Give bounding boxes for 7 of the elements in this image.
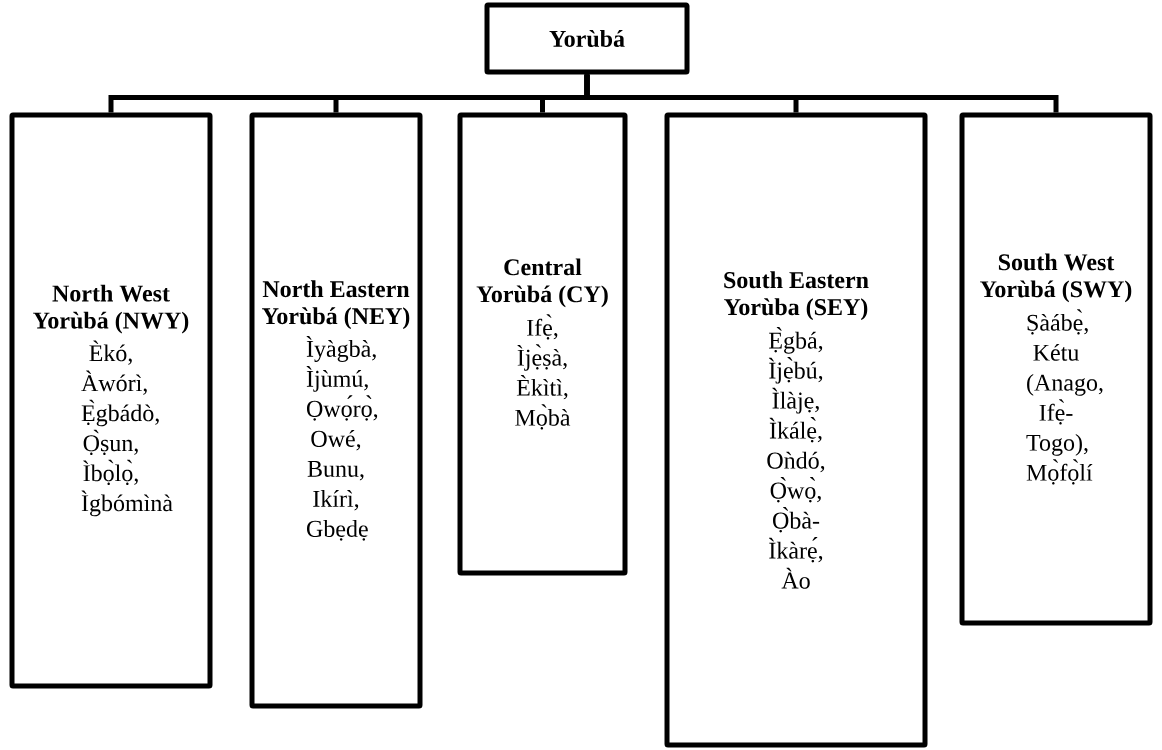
group-box: North Eastern Yorùbá (NEY) Ìyàgbà, Ìjùmú, Ọwọ́rọ̀, Owé, Bunu, Ikírì, Gbẹdẹ <box>249 112 423 709</box>
group-box: South West Yorùbá (SWY) Ṣàábẹ̀, Kétu (Anago, Ifẹ̀-Togo), Mọ̀fọ̀lí <box>959 112 1153 626</box>
connector-line <box>584 74 1059 113</box>
group-box: South Eastern Yorùba (SEY) Ẹ̀gbá, Ìjẹ̀bú, Ìlàjẹ, Ìkálẹ̀, Oǹdó, Ọ̀wọ̀, Ọ̀bà-Ìkàrẹ́, Ào <box>664 112 928 748</box>
group-box: Central Yorùbá (CY) Ifẹ̀, Ìjẹ̀ṣà, Èkìtì, Mọ̀bà <box>457 112 628 576</box>
title-box: Yorùbá <box>484 2 690 75</box>
group-box: North West Yorùbá (NWY) Èkó, Àwórì, Ẹ̀gbádò, Ọ̀ṣun, Ìbọ̀lọ̀, Ìgbómìnà <box>9 112 213 689</box>
